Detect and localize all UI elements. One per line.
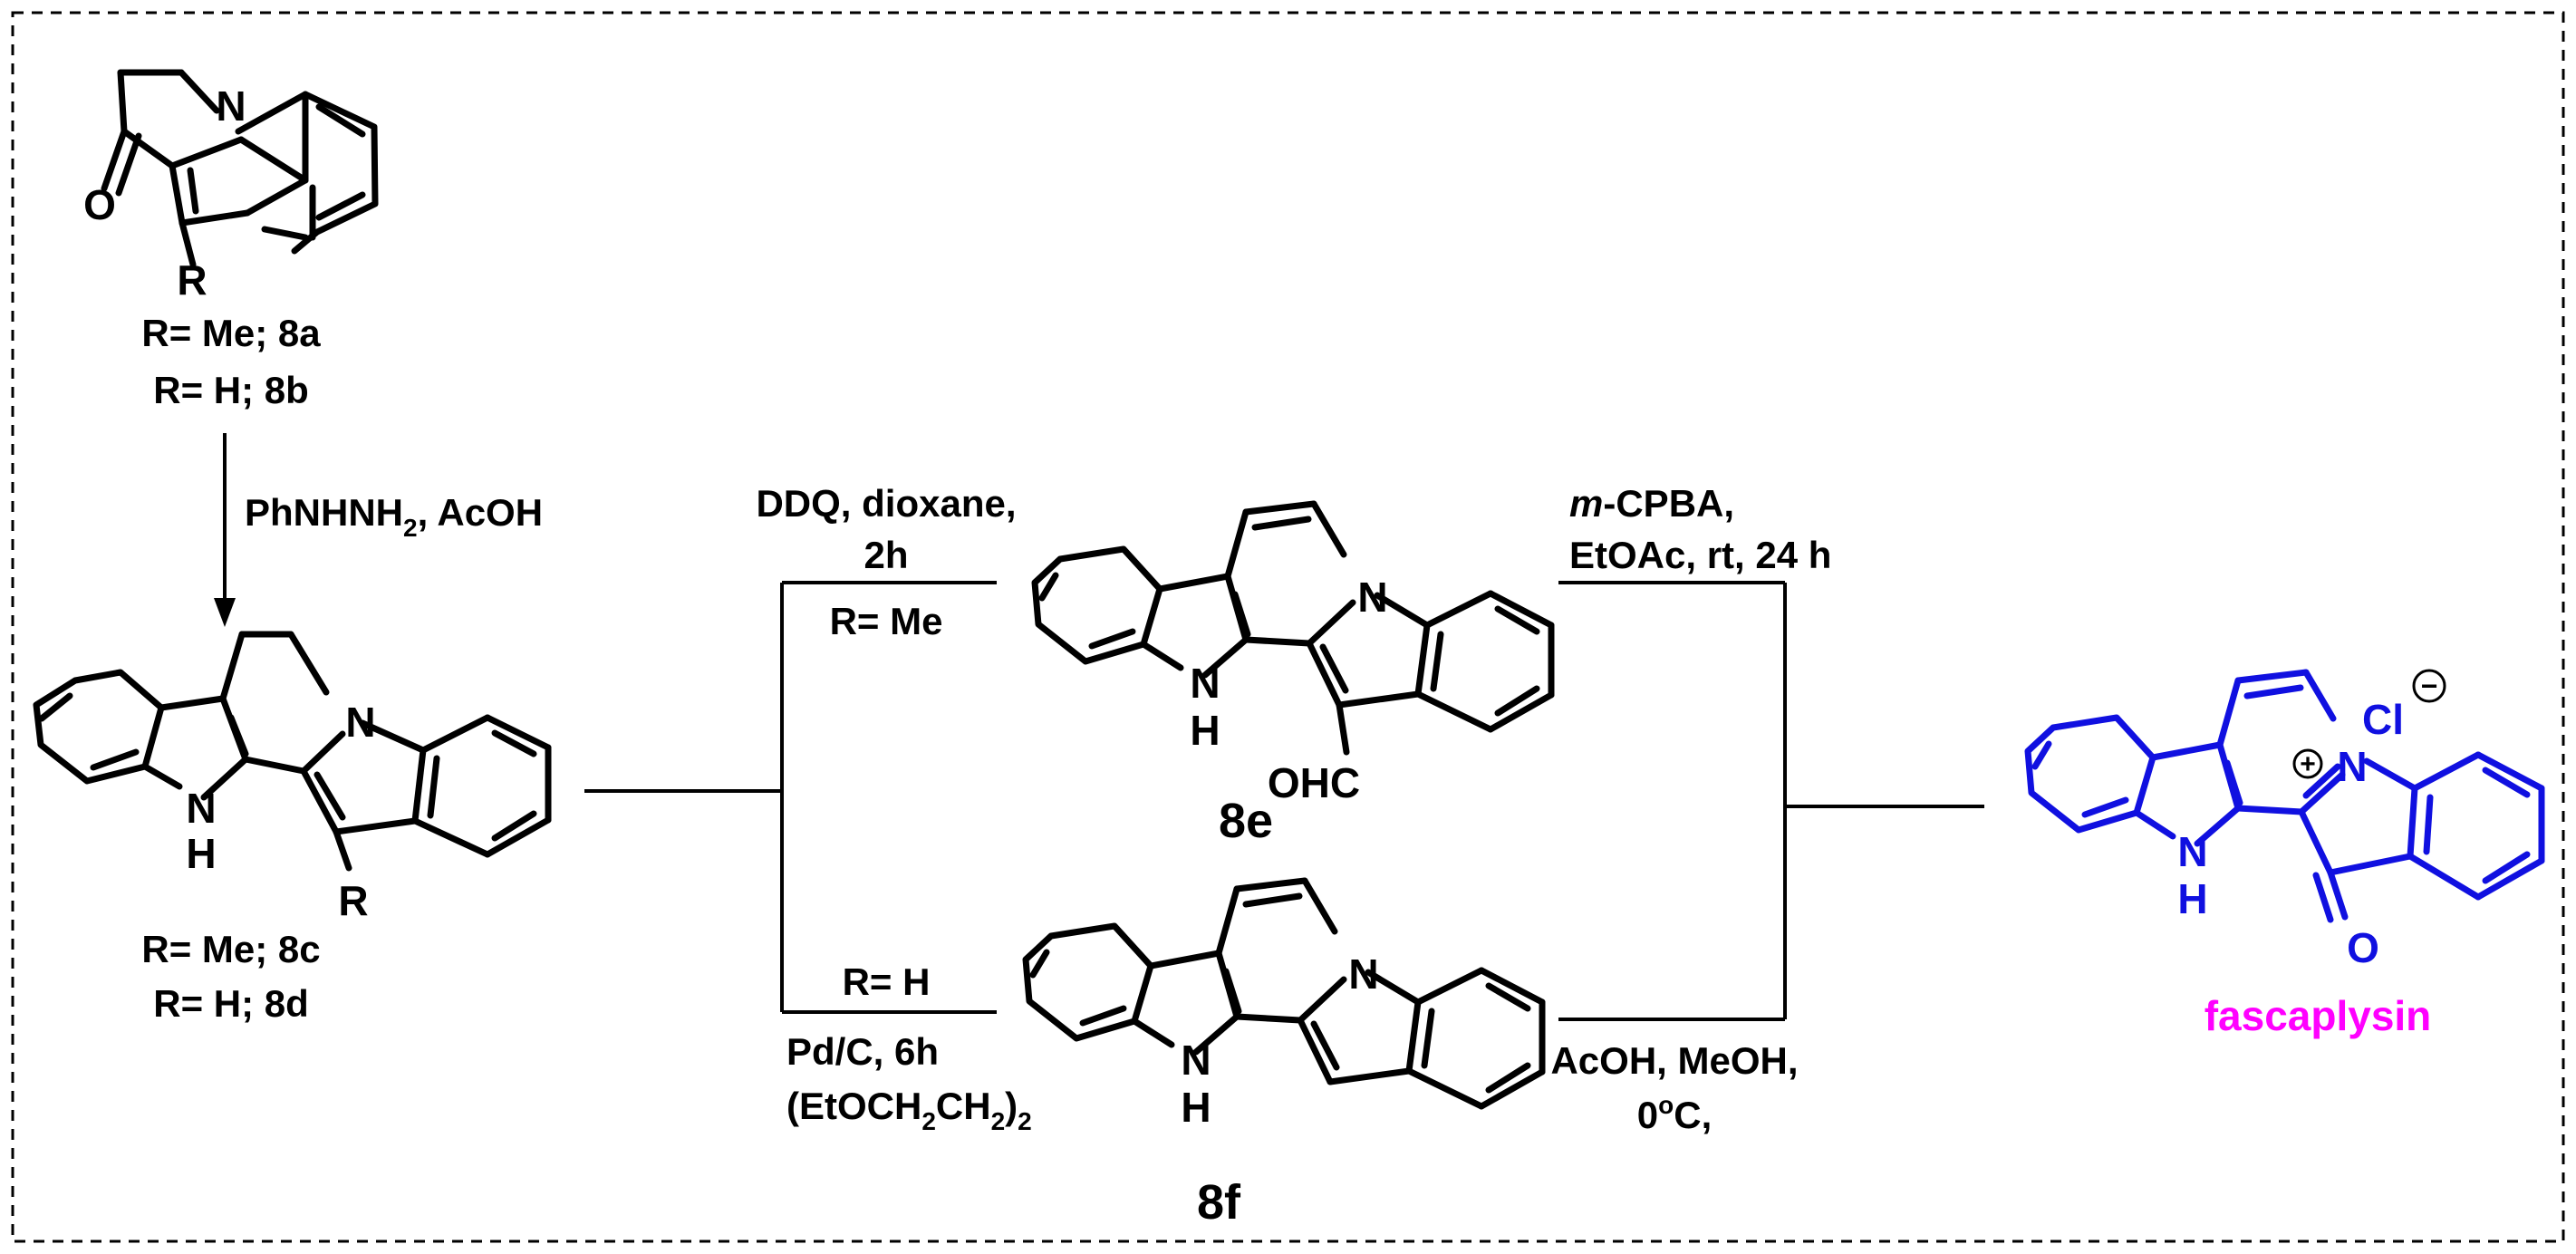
- compound-fascaplysin: N + Cl − N H O: [2024, 669, 2545, 971]
- atom-n: N: [1357, 574, 1387, 621]
- compound-8e: N N H OHC 8e: [1031, 500, 1555, 848]
- label-8d: R= H; 8d: [153, 982, 309, 1025]
- step3-bottom-line2: 0oC,: [1637, 1091, 1712, 1136]
- compound-8cd-bonds: [33, 631, 552, 872]
- step3-top-line2: EtOAc, rt, 24 h: [1569, 534, 1831, 576]
- atom-nh-n: N: [1181, 1037, 1211, 1084]
- formyl-group: OHC: [1268, 759, 1360, 806]
- converge-step3: [1558, 581, 1984, 1021]
- label-8b: R= H; 8b: [153, 369, 309, 411]
- atom-nh-n: N: [1190, 660, 1220, 707]
- atom-nh-h: H: [2177, 875, 2207, 922]
- step2-me-condition: R= Me: [830, 600, 943, 642]
- atom-n-plus: N: [2337, 743, 2367, 790]
- atom-n: N: [216, 82, 246, 130]
- dashed-frame: [11, 11, 2565, 1243]
- atom-nh-h: H: [1190, 707, 1220, 754]
- label-8c: R= Me; 8c: [141, 928, 320, 970]
- step2-h-line1: Pd/C, 6h: [786, 1030, 939, 1073]
- cation-charge-circle: [2292, 748, 2323, 779]
- atom-nh-h: H: [1181, 1084, 1211, 1131]
- r-group: R: [177, 256, 207, 304]
- label-8f: 8f: [1197, 1175, 1241, 1230]
- step3-bottom-line1: AcOH, MeOH,: [1550, 1039, 1798, 1082]
- step2-h-line2: (EtOCH2CH2)2: [786, 1085, 1032, 1135]
- label-fascaplysin: fascaplysin: [2205, 992, 2432, 1039]
- step3-top-line1: m-CPBA,: [1569, 482, 1734, 525]
- atom-o: O: [83, 181, 116, 228]
- step1-reagent: PhNHNH2, AcOH: [245, 491, 543, 542]
- atom-nh-n: N: [186, 785, 216, 832]
- fascaplysin-bonds: [2024, 669, 2545, 923]
- atom-o: O: [2347, 924, 2379, 971]
- atom-nh-n: N: [2177, 828, 2207, 875]
- compound-8e-bonds: [1031, 500, 1555, 756]
- step2-me-line2: 2h: [863, 534, 908, 576]
- cation-charge: +: [2300, 749, 2316, 779]
- atom-nh-h: H: [186, 830, 216, 877]
- compound-8cd: N N H R R= Me; 8c R= H; 8d: [33, 631, 552, 1025]
- compound-8ab: N O R R= Me; 8a R= H; 8b: [83, 69, 379, 411]
- branch-step2: [584, 581, 997, 1014]
- step2-h-condition: R= H: [843, 960, 931, 1003]
- r-group: R: [338, 877, 368, 924]
- compound-8ab-bonds: [101, 69, 379, 268]
- atom-n: N: [345, 699, 375, 746]
- anion-charge-circle: [2412, 669, 2446, 703]
- atom-n: N: [1348, 950, 1378, 998]
- counterion-chloride: Cl: [2362, 696, 2404, 743]
- anion-charge: −: [2421, 670, 2438, 702]
- compound-8f: N N H 8f: [1022, 877, 1546, 1230]
- label-8a: R= Me; 8a: [141, 312, 321, 354]
- label-8e: 8e: [1219, 794, 1273, 848]
- arrow-step1: PhNHNH2, AcOH: [214, 433, 543, 627]
- step2-me-line1: DDQ, dioxane,: [756, 482, 1016, 525]
- compound-8f-bonds: [1022, 877, 1546, 1110]
